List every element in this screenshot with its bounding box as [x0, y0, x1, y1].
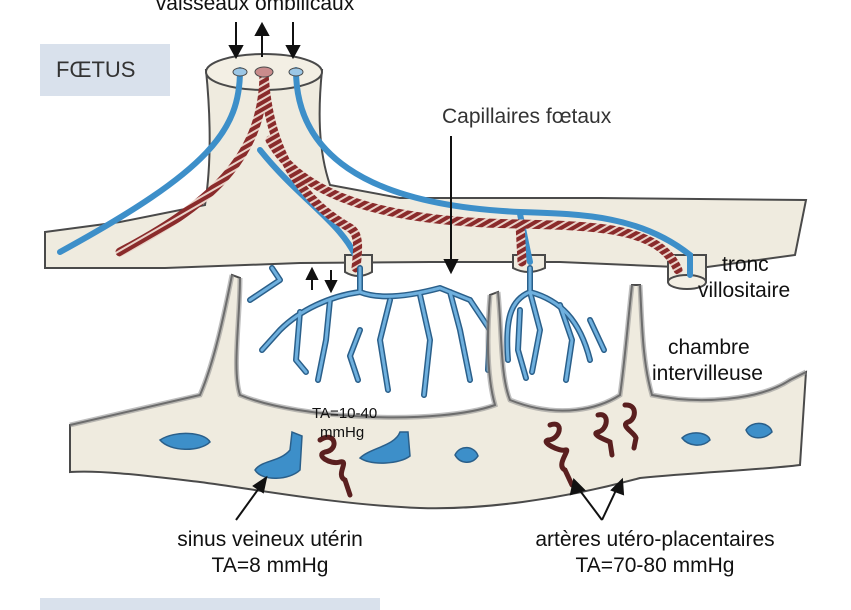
- spiral-arteries: [317, 402, 639, 498]
- fetal-arteries: [115, 67, 683, 275]
- intervillous-label-line1: chambre: [668, 336, 750, 359]
- bottom-label-box: [40, 598, 380, 610]
- intervillous-pressure-label: TA=10-40: [312, 405, 378, 422]
- fetal-capillaries-label: Capillaires fœtaux: [442, 105, 612, 128]
- villous-tree-left-inner: [248, 266, 492, 397]
- arterial-pressure-label: TA=70-80 mmHg: [575, 554, 735, 577]
- fetus-label: FŒTUS: [56, 57, 136, 82]
- villous-tree-left: [247, 265, 493, 398]
- venous-pressure-label: TA=8 mmHg: [211, 554, 329, 577]
- basal-plate-edge: [69, 274, 808, 428]
- uteroplacental-arteries-label: artères utéro-placentaires: [535, 528, 775, 551]
- intervillous-label-line2: intervilleuse: [652, 362, 763, 385]
- venous-sinus-label: sinus veineux utérin: [177, 528, 363, 551]
- uterine-venous-sinuses: [158, 422, 773, 479]
- villous-trunk-label-line1: tronc: [722, 253, 769, 276]
- intervillous-pressure-unit: mmHg: [320, 424, 365, 441]
- vessel-openings: [232, 66, 304, 78]
- fetus-label-box: [40, 44, 170, 96]
- flow-arrows: [228, 21, 625, 521]
- villous-trunk-label-line2: villositaire: [698, 279, 791, 302]
- chorionic-plate: [44, 69, 808, 270]
- umbilical-vessels-label: vaisseaux ombilicaux: [155, 0, 355, 15]
- basal-plate: [69, 273, 808, 510]
- villous-tree-right-inner: [505, 266, 606, 382]
